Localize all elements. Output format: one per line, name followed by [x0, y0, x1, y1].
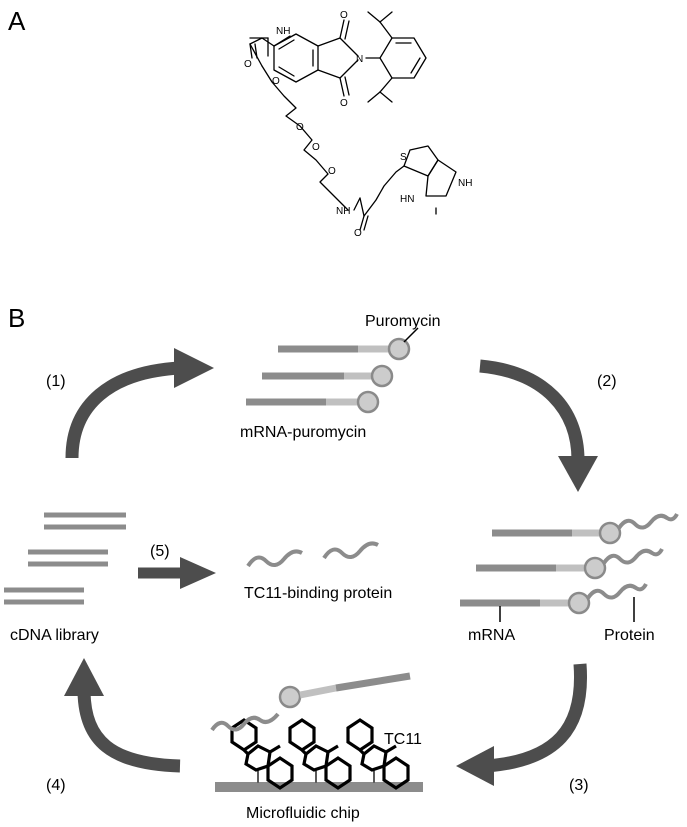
step-label-2: (2) [597, 373, 617, 390]
puromycin-bead [583, 556, 607, 580]
atom-nh: NH [458, 178, 472, 189]
step-4-arrow [77, 691, 181, 773]
step-label-4: (4) [46, 777, 66, 794]
puromycin-bead [387, 337, 411, 361]
protein-chain [322, 541, 379, 560]
protein-chain [617, 513, 679, 530]
thiophane-ring [403, 145, 439, 177]
atom-o: O [244, 59, 252, 70]
puromycin-bead [598, 521, 622, 545]
panel-b-label: B [8, 303, 25, 333]
protein-chain [586, 583, 648, 600]
diisopropylphenyl-ring [379, 37, 427, 79]
tc11-molecule [288, 718, 352, 790]
chip-surface [215, 782, 423, 792]
protein-chain [602, 548, 664, 565]
bound-linker-strand [299, 684, 337, 699]
mrna-label: mRNA [468, 627, 515, 644]
bound-puromycin-bead [278, 685, 302, 709]
step-1-arrowhead [174, 348, 214, 388]
puromycin-pointer [403, 327, 419, 343]
tc11-molecule [346, 718, 410, 790]
step-3-arrow [487, 663, 588, 773]
step-3-arrowhead [456, 746, 494, 786]
imidazolidinone-ring [425, 159, 457, 197]
step-label-3: (3) [569, 777, 589, 794]
valeric-chain [363, 165, 405, 217]
mrna-puromycin-label: mRNA-puromycin [240, 424, 366, 441]
atom-s: S [400, 152, 407, 163]
panel-a-label: A [8, 6, 26, 36]
atom-hn: HN [400, 194, 414, 205]
step-label-5: (5) [150, 543, 170, 560]
tc11-molecule [230, 718, 294, 790]
atom-o: O [328, 166, 336, 177]
puromycin-bead [567, 591, 591, 615]
bound-protein-chain [210, 712, 280, 732]
protein-label: Protein [604, 627, 655, 644]
cdna-library [4, 512, 126, 605]
puromycin-bead [356, 390, 380, 414]
microfluidic-chip-assembly [210, 672, 423, 792]
mrna-puromycin-cluster [246, 327, 419, 414]
step-2-arrowhead [558, 456, 598, 492]
peg-linker [261, 65, 349, 211]
tc11-binding-protein-label: TC11-binding protein [244, 585, 392, 602]
cdna-library-label: cDNA library [10, 627, 99, 644]
step-4-arrowhead [64, 658, 104, 696]
bound-mrna-strand [335, 672, 411, 692]
atom-nh: NH [276, 26, 290, 37]
step-5-arrowhead [180, 557, 216, 589]
atom-o: O [340, 98, 348, 109]
atom-o: O [296, 122, 304, 133]
puromycin-label: Puromycin [365, 313, 441, 330]
cycle-arrows [64, 348, 598, 786]
protein-chain [246, 549, 303, 568]
step-2-arrow [479, 359, 585, 461]
step-1-arrow [65, 361, 181, 459]
step-label-1: (1) [46, 373, 66, 390]
mrna-protein-cluster [460, 513, 679, 622]
microfluidic-chip-label: Microfluidic chip [246, 805, 360, 822]
atom-o: O [340, 10, 348, 21]
atom-o: O [272, 76, 280, 87]
tc11-binding-protein-chains [246, 541, 379, 568]
atom-o: O [354, 228, 362, 239]
atom-nh: NH [336, 206, 350, 217]
chemical-structure: O O O O O O O O N NH NH NH HN S [244, 10, 472, 239]
tc11-label: TC11 [384, 731, 422, 748]
atom-n: N [356, 54, 363, 65]
atom-o: O [312, 142, 320, 153]
puromycin-bead [370, 364, 394, 388]
